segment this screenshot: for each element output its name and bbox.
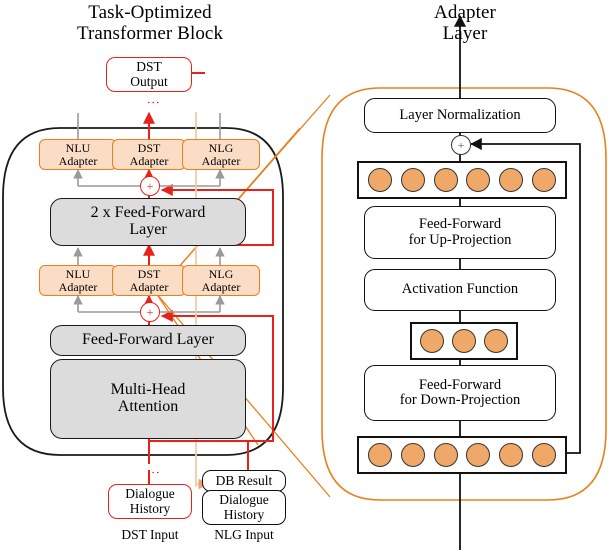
adapter-nlu-bottom[interactable]: NLU Adapter [39, 265, 117, 296]
ff2-line1: 2 x Feed-Forward [90, 204, 206, 222]
neuron-circle [499, 168, 524, 192]
neuron-circle [484, 329, 508, 353]
neuron-circle [466, 168, 491, 192]
layer-normalization-box[interactable]: Layer Normalization [364, 98, 556, 133]
neuron-circle [466, 443, 491, 467]
ff-layer-label: Feed-Forward Layer [82, 331, 214, 349]
bottleneck-neurons-row [410, 322, 518, 360]
right-panel-title: Adapter Layer [330, 2, 600, 45]
residual-add-bottom: + [140, 302, 160, 322]
adapter-nlg-top[interactable]: NLG Adapter [182, 139, 260, 170]
layer-norm-label: Layer Normalization [399, 106, 521, 123]
down-projection-line2: for Down-Projection [399, 392, 521, 408]
neuron-circle [367, 443, 392, 467]
ff2-line2: Layer [129, 221, 167, 238]
dst-output-ellipsis: ⋮ [146, 96, 161, 109]
output-neurons-row [357, 161, 567, 199]
adapter-dst-top-line2: Adapter [129, 153, 169, 168]
adapter-add-symbol: + [457, 137, 465, 152]
neuron-circle [367, 168, 392, 192]
right-title-line2: Layer [442, 23, 488, 45]
multi-head-attention-box[interactable]: Multi-Head Attention [50, 359, 246, 439]
adapter-dst-bottom-line1: DST [137, 266, 161, 281]
feed-forward-layer-box[interactable]: Feed-Forward Layer [50, 325, 246, 356]
adapter-residual-add: + [451, 135, 471, 155]
adapter-dst-top-line1: DST [137, 140, 161, 155]
attention-line2: Attention [117, 398, 179, 415]
adapter-nlg-bottom[interactable]: NLG Adapter [182, 265, 260, 296]
adapter-dst-bottom-line2: Adapter [129, 279, 169, 294]
residual-add-bottom-symbol: + [146, 304, 154, 319]
dst-output-line1: DST [136, 59, 162, 75]
down-projection-line1: Feed-Forward [418, 376, 502, 393]
up-projection-line1: Feed-Forward [418, 216, 502, 233]
up-projection-line2: for Up-Projection [408, 231, 512, 248]
db-result-label: DB Result [215, 472, 273, 488]
feed-forward-2x-box[interactable]: 2 x Feed-Forward Layer [50, 198, 246, 246]
adapter-nlu-top-line2: Adapter [58, 153, 98, 168]
residual-add-top-symbol: + [146, 178, 154, 193]
dst-input-line2: History [129, 500, 171, 516]
adapter-dst-top[interactable]: DST Adapter [112, 139, 186, 170]
nlg-input-box[interactable]: Dialogue History [202, 490, 286, 525]
residual-add-top: + [140, 176, 160, 196]
dst-input-caption: DST Input [121, 527, 179, 542]
neuron-circle [452, 329, 476, 353]
dst-input-line1: Dialogue [125, 486, 175, 502]
nlg-input-line1: Dialogue [219, 492, 269, 508]
neuron-circle [532, 443, 557, 467]
adapter-nlg-bottom-line2: Adapter [201, 279, 241, 294]
right-title-line1: Adapter [434, 2, 496, 23]
adapter-nlg-bottom-line1: NLG [208, 266, 234, 281]
dst-input-ellipsis: ⋮ [146, 466, 161, 479]
adapter-nlg-top-line2: Adapter [201, 153, 241, 168]
activation-label: Activation Function [401, 281, 519, 298]
down-projection-box[interactable]: Feed-Forward for Down-Projection [364, 365, 556, 421]
adapter-nlu-bottom-line1: NLU [65, 266, 91, 281]
neuron-circle [400, 168, 425, 192]
adapter-dst-bottom[interactable]: DST Adapter [112, 265, 186, 296]
neuron-circle [433, 443, 458, 467]
dst-output-box[interactable]: DST Output [106, 57, 192, 92]
dst-input-box[interactable]: Dialogue History [108, 484, 192, 519]
dst-output-line2: Output [130, 73, 168, 89]
left-title-line1: Task-Optimized [88, 2, 212, 23]
adapter-nlg-top-line1: NLG [208, 140, 234, 155]
db-result-box[interactable]: DB Result [202, 470, 286, 492]
neuron-circle [433, 168, 458, 192]
left-title-line2: Transformer Block [76, 23, 224, 45]
input-neurons-row [357, 436, 567, 474]
nlg-input-line2: History [223, 506, 265, 522]
adapter-nlu-bottom-line2: Adapter [58, 279, 98, 294]
activation-function-box[interactable]: Activation Function [364, 269, 556, 311]
up-projection-box[interactable]: Feed-Forward for Up-Projection [364, 206, 556, 259]
neuron-circle [499, 443, 524, 467]
adapter-nlu-top[interactable]: NLU Adapter [39, 139, 117, 170]
nlg-input-caption: NLG Input [214, 527, 274, 542]
attention-line1: Multi-Head [110, 381, 186, 399]
neuron-circle [400, 443, 425, 467]
adapter-nlu-top-line1: NLU [65, 140, 91, 155]
neuron-circle [532, 168, 557, 192]
left-panel-title: Task-Optimized Transformer Block [0, 2, 300, 45]
neuron-circle [420, 329, 444, 353]
